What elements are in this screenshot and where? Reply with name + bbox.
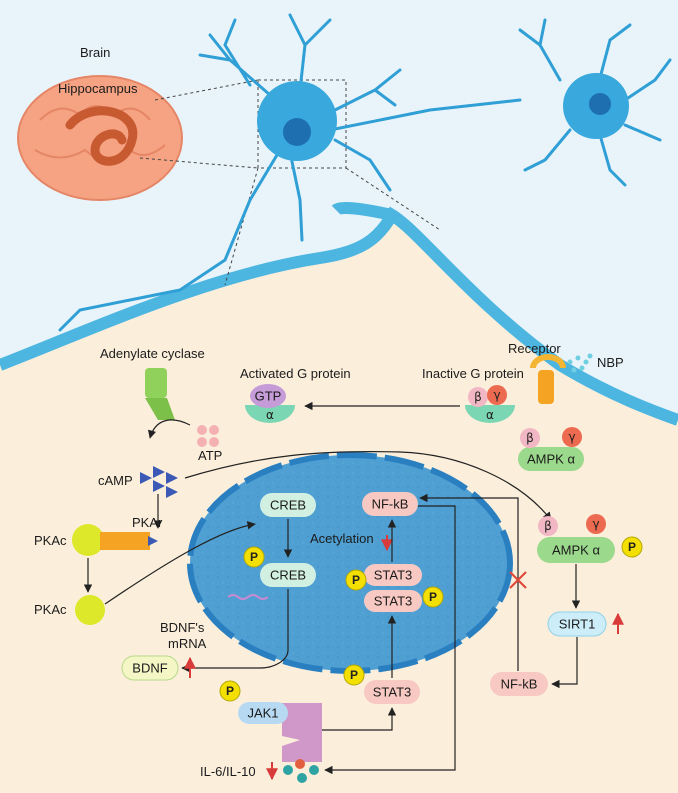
stat3-dimer-phospho-right-text: P [429,590,437,604]
creb-phospho [243,546,265,568]
receptor-label: Receptor [508,341,561,356]
hippocampus-shape [65,106,138,166]
camp-icon [140,466,178,498]
ampk-bottom-text: AMPK α [552,543,600,558]
creb-to-bdnf-arrow [181,589,289,673]
pka-complex [72,524,158,556]
nbp-dots [567,353,593,373]
mrna-strand-icon [227,594,269,600]
ampk-top-text: AMPK α [527,452,575,467]
neuron-2 [518,18,672,187]
gamma-g-text: γ [493,388,500,402]
axon-terminal [331,201,394,221]
sirt1-node [547,611,607,637]
hippocampus-label: Hippocampus [58,81,138,96]
stat3-dimer-bottom-node [364,590,422,612]
bdnf-mrna-label-line1: BDNF's [160,620,205,635]
atp-icon [197,425,219,447]
nbp-label: NBP [597,355,624,370]
stat3-dimer-phospho-right [422,586,444,608]
nfkb-cyto-text: NF-kB [501,677,538,692]
sirt1-text: SIRT1 [559,617,596,632]
stat3-dimer-phospho-left [345,569,367,591]
stat3-dimer-phospho-left-text: P [352,573,360,587]
atp-to-camp-arrow [147,419,191,439]
gamma-ampk-top-text: γ [568,430,575,444]
jak1-phospho [219,680,241,702]
stat3-dimer-top-node [364,564,422,586]
neuron-1 [58,13,522,332]
beta-ampk-bottom-text: β [544,519,552,533]
stat3-cyto-phospho-text: P [350,668,358,682]
creb-phospho-text: P [250,550,258,564]
beta-g-text: β [474,390,482,404]
nfkb-nucleus-text: NF-kB [372,497,409,512]
pkar-label: PKAr [132,515,163,530]
activated-g-protein [245,384,295,423]
inactive-g-protein-label: Inactive G protein [422,366,524,381]
jak1-node [238,702,288,724]
pkac-top-label: PKAc [34,533,67,548]
nfkb-to-il-arrow [324,505,456,775]
nfkb-translocation-arrow [419,493,519,671]
sirt1-to-nfkb-arrow [551,637,578,689]
pkac-to-creb-arrow [104,521,256,605]
adenylate-cyclase-label: Adenylate cyclase [100,346,205,361]
nucleus-texture [196,461,504,665]
creb-top-text: CREB [270,498,306,513]
neuron-2-nucleus [589,93,611,115]
jak1-text: JAK1 [247,706,278,721]
stat3-dimer-bottom-text: STAT3 [374,594,413,609]
creb-bottom-text: CREB [270,568,306,583]
alpha-inactive-text: α [486,408,494,422]
stat3-cyto-phospho [343,664,365,686]
pkac-bottom-label: PKAc [34,602,67,617]
ampk-phospho-text: P [628,540,636,554]
ampk-complex-top [518,427,584,471]
il-label: IL-6/IL-10 [200,764,256,779]
camp-to-ampk-arrow [184,450,552,521]
jak1-to-stat3-arrow [322,707,397,731]
brain-illustration [17,75,183,201]
ampk-complex-bottom [537,514,643,563]
pkac-free [75,595,105,625]
creb-top-node [260,493,316,517]
gamma-ampk-bottom-text: γ [592,517,599,531]
atp-label: ATP [198,448,222,463]
nfkb-nucleus-node [362,492,418,516]
jak1-phospho-text: P [226,684,234,698]
bdnf-mrna-label-line2: mRNA [168,636,207,651]
cytokine-dots [283,759,319,783]
brain-label: Brain [80,45,110,60]
creb-bottom-node [260,563,316,587]
beta-ampk-top-text: β [526,431,534,445]
jak1-receptor-icon [282,703,322,762]
gtp-text: GTP [255,389,282,404]
bdnf-text: BDNF [132,661,167,676]
stat3-dimer-top-text: STAT3 [374,568,413,583]
stat3-cyto-node [364,680,420,704]
activated-g-protein-label: Activated G protein [240,366,351,381]
inactive-g-protein [465,385,515,423]
bdnf-node [121,655,179,681]
acetylation-label: Acetylation [310,531,374,546]
alpha-active-text: α [266,408,274,422]
camp-label: cAMP [98,473,133,488]
neuron-1-nucleus [283,118,311,146]
adenylate-cyclase-icon [145,368,175,420]
stat3-cyto-text: STAT3 [373,685,412,700]
receptor-icon [530,354,566,404]
inhibition-cross-icon [509,571,527,589]
nfkb-cyto-node [490,672,548,696]
